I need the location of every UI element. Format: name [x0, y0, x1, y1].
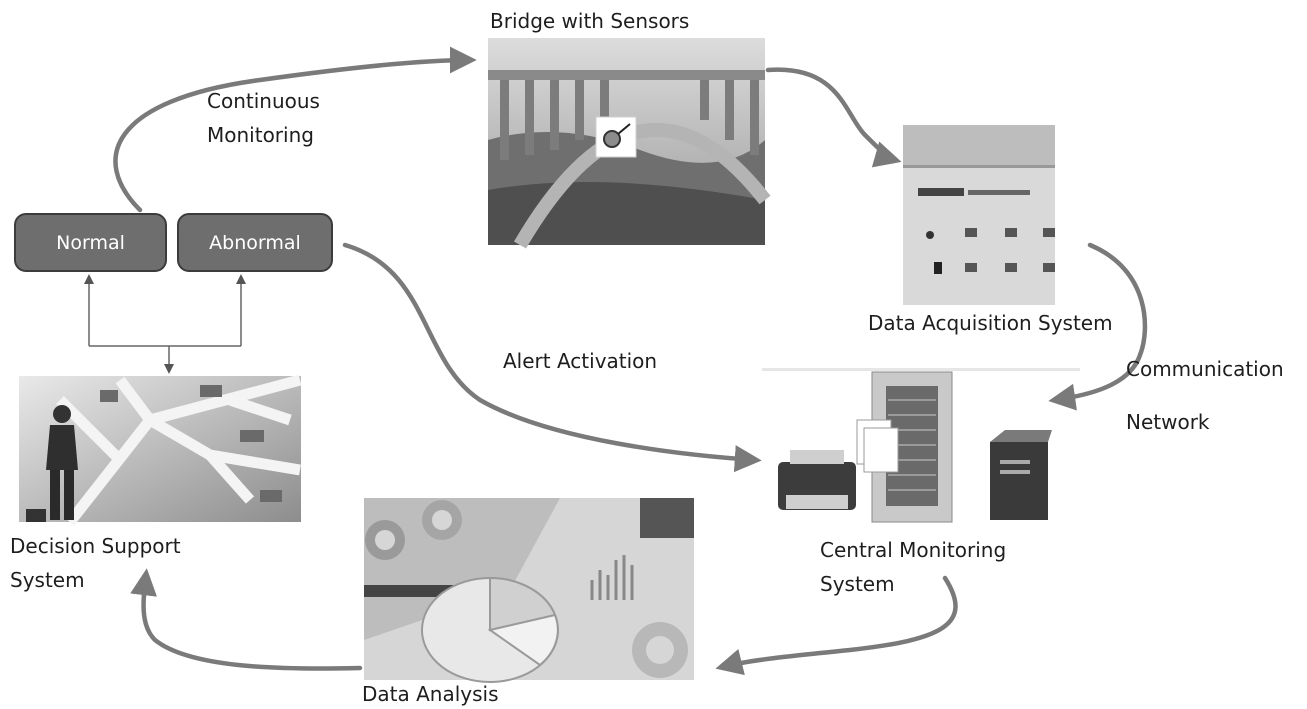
bridge-photo: [488, 38, 771, 249]
central-label-line2: System: [820, 572, 895, 596]
alert-label: Alert Activation: [503, 349, 657, 373]
network-label-line2: Network: [1126, 410, 1210, 434]
analysis-node: Data Analysis: [362, 498, 694, 706]
alert-activation-arrow: [342, 242, 762, 473]
decision-label-line2: System: [10, 568, 85, 592]
communication-network-arrow: [1048, 242, 1148, 411]
continuous-monitoring-arrow: [113, 46, 477, 213]
decision-photo: [19, 374, 302, 526]
daq-node: Data Acquisition System: [868, 125, 1113, 335]
bridge-to-daq-arrow: [765, 67, 902, 168]
analysis-label: Data Analysis: [362, 682, 499, 706]
bridge-node: Bridge with Sensors: [488, 9, 771, 249]
normal-box: Normal: [14, 213, 167, 272]
central-node: Central Monitoring System: [762, 368, 1080, 596]
abnormal-label: Abnormal: [209, 232, 301, 254]
continuous-label-line2: Monitoring: [207, 123, 314, 147]
network-label-line1: Communication: [1126, 357, 1284, 381]
central-to-analysis-arrow: [715, 575, 958, 676]
central-photo: [762, 368, 1080, 523]
decision-node: Decision Support System: [10, 374, 302, 592]
daq-label: Data Acquisition System: [868, 311, 1113, 335]
central-label-line1: Central Monitoring: [820, 538, 1006, 562]
bridge-label: Bridge with Sensors: [490, 9, 689, 33]
analysis-photo: [364, 498, 694, 683]
decision-label-line1: Decision Support: [10, 534, 181, 558]
normal-label: Normal: [56, 232, 125, 254]
daq-photo: [903, 125, 1055, 305]
abnormal-box: Abnormal: [177, 213, 333, 272]
decision-to-status-connector: [84, 274, 246, 374]
continuous-label-line1: Continuous: [207, 89, 320, 113]
analysis-to-decision-arrow: [130, 568, 363, 671]
